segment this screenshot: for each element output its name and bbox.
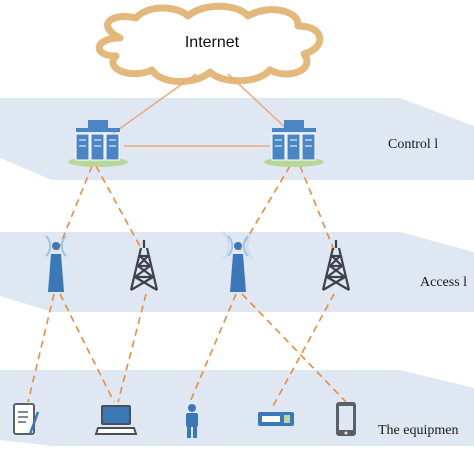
server-cluster-2-icon <box>264 120 324 167</box>
tablet-icon <box>13 403 40 435</box>
access-layer-label: Access l <box>420 275 467 290</box>
control-layer-label: Control l <box>388 137 438 152</box>
phone-icon <box>336 402 356 436</box>
link-cloud-server-2 <box>227 73 291 133</box>
antenna-2-icon <box>222 231 254 292</box>
tower-2-icon <box>321 240 351 291</box>
link-tower1-laptop <box>117 293 147 403</box>
link-antenna2-phone <box>241 293 347 403</box>
server-cluster-1-icon <box>68 120 128 167</box>
link-server2-tower2 <box>299 165 335 251</box>
link-antenna1-laptop <box>59 293 115 403</box>
link-tower2-card <box>271 293 335 409</box>
link-antenna2-person <box>189 293 237 403</box>
antenna-1-icon <box>45 235 67 292</box>
internet-cloud: Internet <box>95 2 324 86</box>
card-device-icon <box>258 412 294 426</box>
link-server1-antenna1 <box>57 165 93 251</box>
link-server2-antenna2 <box>239 165 291 251</box>
laptop-icon <box>94 405 138 435</box>
person-icon <box>186 404 198 438</box>
internet-label: Internet <box>185 34 240 51</box>
tower-1-icon <box>129 240 159 291</box>
link-server1-tower1 <box>95 165 143 251</box>
equipment-layer-label: The equipmen <box>378 423 458 438</box>
link-antenna1-tablet <box>27 293 55 403</box>
